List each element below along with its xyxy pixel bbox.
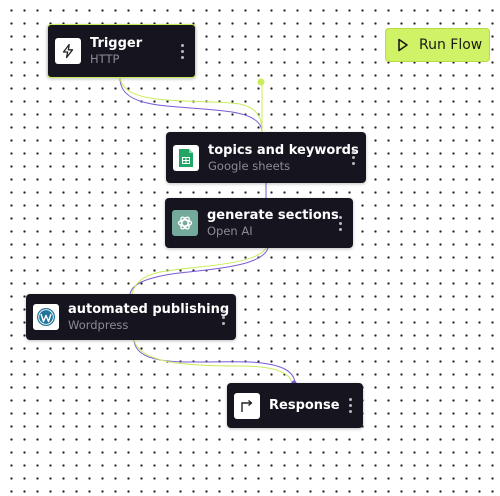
node-menu-icon[interactable] [343,396,357,416]
openai-icon [172,210,198,236]
node-title: generate sections [207,208,339,223]
edge-trigger-to-topics [119,77,263,133]
response-arrow-icon [234,392,260,419]
wordpress-icon [33,304,59,330]
edge-generate-to-publishing-secondary [131,247,267,295]
google-sheets-icon [173,144,199,171]
node-title: Response [269,398,340,413]
edge-generate-to-publishing [129,247,269,295]
play-icon [398,38,408,52]
node-trigger[interactable]: Trigger HTTP [47,24,196,78]
node-generate-sections[interactable]: generate sections Open AI [165,198,353,248]
edge-publishing-to-response-secondary [133,339,293,384]
node-menu-icon[interactable] [175,41,189,61]
node-automated-publishing[interactable]: automated publishing Wordpress [26,294,236,340]
run-flow-label: Run Flow [419,37,483,53]
node-title: Trigger [90,36,143,51]
edge-trigger-to-topics-secondary [119,77,263,133]
node-subtitle: HTTP [90,52,120,66]
node-subtitle: Google sheets [208,158,291,173]
node-subtitle: Open AI [207,224,253,238]
node-menu-icon[interactable] [346,148,360,168]
edge-handle-dot [257,78,265,86]
bolt-icon [55,38,81,64]
node-title: topics and keywords [208,142,359,158]
node-menu-icon[interactable] [216,307,230,327]
node-topics-and-keywords[interactable]: topics and keywords Google sheets [166,132,366,183]
edge-publishing-to-response [133,339,296,384]
node-response[interactable]: Response [227,383,363,428]
run-flow-button[interactable]: Run Flow [385,28,490,62]
node-title: automated publishing [68,302,230,317]
node-subtitle: Wordpress [68,318,129,332]
node-menu-icon[interactable] [333,213,347,233]
